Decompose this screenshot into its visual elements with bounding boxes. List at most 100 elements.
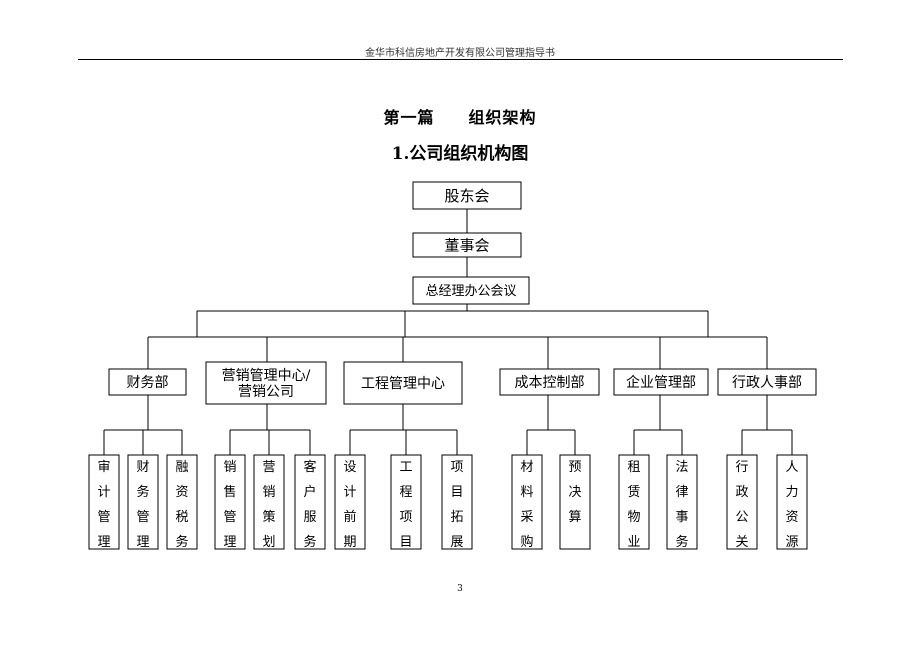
- node-unit-2-2: [253, 454, 285, 550]
- section-title: 1.公司组织机构图: [391, 144, 529, 164]
- node-unit-6-1-char: 关: [735, 535, 748, 550]
- node-unit-1-1-char: 计: [97, 485, 110, 500]
- node-dept-4-label: 成本控制部: [515, 375, 585, 391]
- node-unit-5-2-char: 事: [675, 510, 688, 525]
- node-board-label: 董事会: [444, 237, 489, 255]
- connector-lines: [103, 209, 793, 455]
- node-dept-5: [613, 368, 709, 396]
- node-unit-4-1-char: 采: [520, 510, 533, 525]
- node-dept-3: [343, 361, 463, 405]
- node-unit-4-1-char: 购: [520, 534, 533, 550]
- part-number: 第一篇: [383, 108, 435, 127]
- node-unit-1-1: [88, 454, 120, 550]
- part-title: 第一篇 组织架构: [0, 104, 920, 128]
- node-unit-4-2-char: 预: [568, 460, 581, 475]
- node-unit-2-2-char: 销: [262, 485, 275, 500]
- node-unit-1-1-char: 审: [97, 460, 110, 475]
- node-unit-2-3-char: 户: [303, 484, 316, 500]
- node-unit-1-3-char: 税: [175, 510, 188, 525]
- node-dept-4: [499, 368, 600, 396]
- node-root-label: 股东会: [444, 187, 489, 205]
- node-unit-3-3-char: 拓: [450, 510, 463, 525]
- node-unit-3-1-char: 设: [343, 460, 356, 475]
- node-unit-6-2-char: 人: [785, 460, 798, 475]
- node-office: [412, 276, 530, 305]
- node-unit-3-3-char: 项: [450, 460, 463, 475]
- node-unit-5-2-char: 务: [675, 534, 688, 550]
- node-unit-3-2-char: 工: [399, 460, 412, 475]
- node-unit-1-3-char: 务: [175, 534, 188, 550]
- node-dept-1-label: 财务部: [127, 375, 169, 391]
- node-unit-3-1-char: 期: [343, 535, 356, 550]
- node-unit-1-1-char: 理: [97, 535, 110, 550]
- node-unit-2-1-char: 售: [223, 484, 236, 500]
- node-unit-1-3-char: 融: [175, 460, 188, 475]
- node-unit-4-1-char: 料: [520, 485, 533, 500]
- node-unit-1-1-char: 管: [97, 510, 110, 525]
- node-unit-5-2-char: 法: [675, 460, 688, 475]
- node-unit-3-3-char: 展: [450, 535, 463, 550]
- node-unit-6-2: [776, 454, 808, 550]
- node-unit-5-2: [666, 454, 698, 550]
- part-name: 组织架构: [468, 108, 537, 127]
- node-unit-5-1: [618, 454, 650, 550]
- node-unit-1-2-char: 管: [136, 510, 149, 525]
- node-unit-5-1-char: 业: [627, 535, 640, 550]
- node-unit-2-3-char: 客: [303, 459, 316, 475]
- node-unit-4-1: [511, 454, 543, 550]
- node-unit-1-2-char: 务: [136, 484, 149, 500]
- node-unit-3-1-char: 计: [343, 485, 356, 500]
- node-unit-1-2-char: 财: [136, 460, 149, 475]
- node-unit-6-1-char: 行: [735, 460, 748, 475]
- node-dept-6: [717, 368, 817, 396]
- node-unit-2-1-char: 销: [223, 460, 236, 475]
- node-unit-2-1-char: 管: [223, 510, 236, 525]
- node-dept-5-label: 企业管理部: [626, 374, 696, 391]
- node-office-label: 总经理办公会议: [425, 284, 516, 299]
- node-unit-1-2: [127, 454, 159, 550]
- node-unit-3-2-char: 程: [399, 485, 412, 500]
- org-nodes: 股东会董事会总经理办公会议财务部审计管理财务管理融资税务营销管理中心/营销公司销…: [88, 181, 817, 550]
- node-dept-3-label: 工程管理中心: [361, 376, 445, 392]
- node-unit-5-1-char: 赁: [627, 485, 640, 500]
- node-root: [412, 181, 522, 210]
- node-dept-2-label: 营销管理中心/: [222, 368, 311, 384]
- node-unit-2-2-char: 划: [262, 535, 275, 550]
- node-unit-1-2-char: 理: [136, 535, 149, 550]
- node-unit-6-2-char: 资: [785, 510, 798, 525]
- node-unit-4-1-char: 材: [520, 460, 533, 475]
- node-unit-3-2: [390, 454, 422, 550]
- node-unit-6-2-char: 力: [785, 485, 798, 500]
- node-unit-4-2-char: 算: [568, 510, 581, 525]
- node-unit-1-3: [166, 454, 198, 550]
- node-unit-2-2-char: 营: [262, 460, 275, 475]
- node-unit-2-3-char: 务: [303, 534, 316, 550]
- node-unit-3-3: [441, 454, 473, 550]
- node-dept-2: [205, 361, 327, 405]
- node-dept-1: [108, 368, 187, 396]
- node-unit-3-1-char: 前: [343, 509, 356, 525]
- node-unit-2-2-char: 策: [262, 509, 275, 525]
- node-unit-5-1-char: 物: [627, 510, 640, 525]
- node-unit-3-2-char: 项: [399, 510, 412, 525]
- node-unit-6-1: [726, 454, 758, 550]
- page-number: 3: [457, 584, 463, 594]
- node-unit-4-2-char: 决: [568, 485, 581, 500]
- node-board: [412, 232, 522, 258]
- node-unit-2-1: [214, 454, 246, 550]
- node-unit-1-3-char: 资: [175, 485, 188, 500]
- node-unit-3-3-char: 目: [450, 485, 463, 500]
- node-unit-2-1-char: 理: [223, 535, 236, 550]
- node-unit-6-1-char: 公: [735, 510, 748, 525]
- node-unit-2-3-char: 服: [303, 510, 316, 525]
- page-header: 金华市科信房地产开发有限公司管理指导书: [365, 48, 555, 59]
- header-rule: [78, 59, 843, 60]
- node-unit-5-2-char: 律: [675, 485, 688, 500]
- node-unit-2-3: [294, 454, 326, 550]
- node-dept-6-label: 行政人事部: [732, 375, 802, 391]
- node-unit-3-2-char: 目: [399, 535, 412, 550]
- node-dept-2-label: 营销公司: [238, 384, 294, 400]
- node-unit-6-1-char: 政: [735, 485, 748, 500]
- node-unit-4-2: [559, 454, 591, 550]
